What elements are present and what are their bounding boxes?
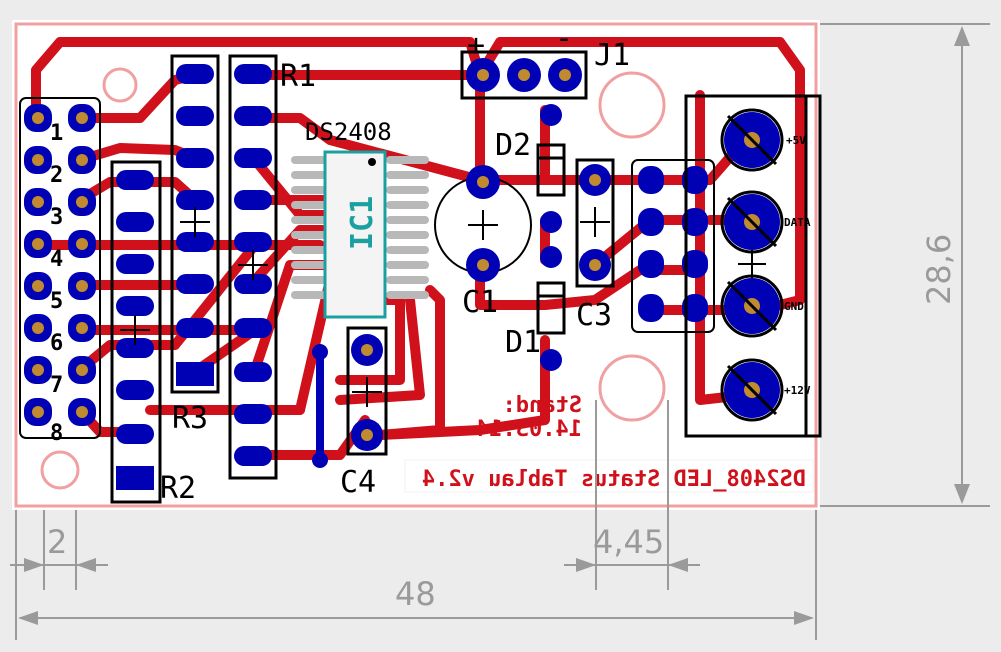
r1-label: R1 [280,59,316,94]
resistor-network-r3 [170,54,220,394]
diode-d2 [536,104,566,233]
mounting-hole [598,354,666,422]
pin-label-4: 4 [50,247,63,272]
j1-plus-label: + [467,28,485,63]
hole-offset-dimension: 2 [47,523,67,561]
pin-label-2: 2 [50,163,63,188]
terminal-gnd-label: GND [784,300,804,313]
board-title: DS2408_LED Status Tablau v2.4 [422,467,806,492]
board-outline [14,22,818,508]
r2-label: R2 [160,471,196,506]
r3-label: R3 [172,401,208,436]
j1-minus-label: - [555,21,573,56]
resistor-network-r2 [110,160,162,504]
ic-mark: IC1 [345,196,380,250]
pin-label-6: 6 [50,331,63,356]
pin-label-7: 7 [50,373,63,398]
ic-pin1-marker [368,158,376,166]
terminal-12v-label: +12V [784,384,811,397]
capacitor-c3 [575,158,615,288]
diode-d1 [536,246,566,371]
stand-title: Stand: [503,393,582,418]
width-dimension: 48 [395,575,436,613]
connector-j1 [460,50,588,100]
pin-label-3: 3 [50,205,63,230]
pin-header-2x4 [631,159,715,333]
capacitor-c4 [346,326,388,456]
title-strip [404,459,814,493]
ic-body [323,150,387,319]
mounting-hole [40,450,80,490]
screw-terminal [684,94,822,438]
terminal-5v-label: +5V [786,134,806,147]
pin-label-5: 5 [50,289,63,314]
pin-header [19,97,101,439]
d2-label: D2 [495,128,531,163]
dimension-lines [10,23,990,640]
stand-stamp: Stand: 14.03.14 [476,393,582,442]
mounting-hole [102,67,138,103]
ic-label: DS2408 [305,118,392,146]
pin-label-1: 1 [50,121,63,146]
c3-label: C3 [576,298,612,333]
hole-diameter-dimension: 4,45 [593,523,664,561]
height-dimension: 28,6 [920,234,958,305]
pin-label-8: 8 [50,421,63,446]
d1-label: D1 [505,325,541,360]
c4-label: C4 [340,465,376,500]
terminal-data-label: DATA [784,216,811,229]
stand-date: 14.03.14 [476,417,582,442]
j1-label: J1 [594,38,630,73]
resistor-network-r1 [228,54,278,480]
mounting-hole [598,71,666,139]
c1-label: C1 [462,285,498,320]
